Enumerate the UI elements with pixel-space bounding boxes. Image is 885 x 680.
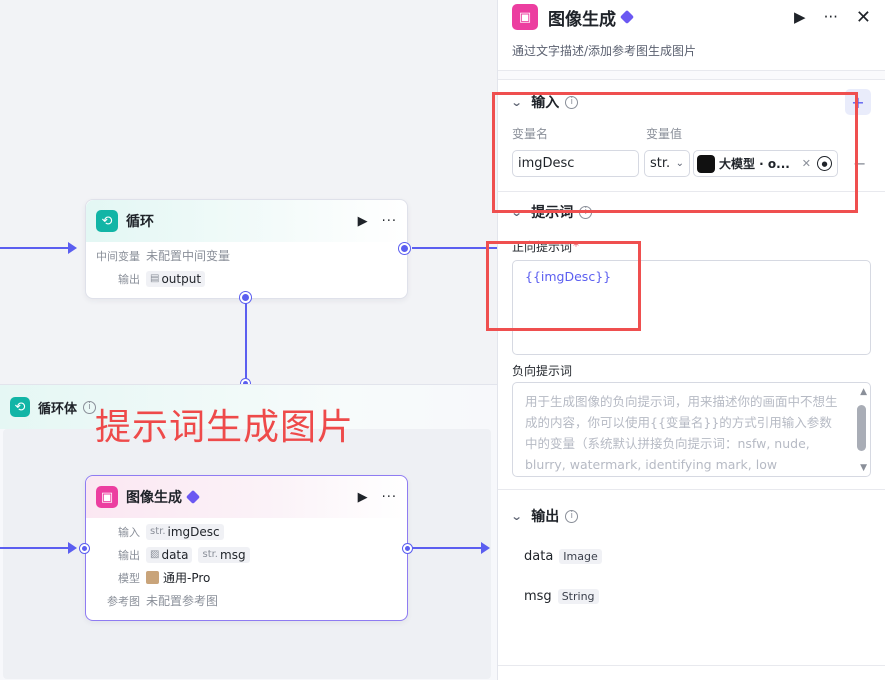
var-name-input[interactable]: imgDesc [512, 150, 639, 177]
output-section-title: 输出 [531, 509, 560, 525]
workflow-canvas[interactable]: ⟲ 循环 ▶ ··· 中间变量 未配置中间变量 输出 ▤output ⟲ 循环体… [0, 0, 497, 680]
model-avatar-icon [146, 571, 159, 584]
image-node-title: 图像生成 [126, 490, 182, 506]
play-icon[interactable]: ▶ [794, 8, 806, 26]
ref-value: 未配置参考图 [146, 594, 219, 608]
type-badge: Image [559, 548, 602, 564]
image-row-label: 输入 [118, 525, 140, 539]
more-icon[interactable]: ··· [381, 489, 397, 505]
loop-body-title: 循环体 [38, 401, 78, 417]
loop-row-label: 输出 [118, 272, 140, 286]
chevron-down-icon[interactable]: ⌄ [510, 95, 523, 109]
target-icon[interactable]: ● [817, 156, 832, 171]
edge-arrow [68, 242, 77, 254]
image-icon: ▣ [512, 4, 538, 30]
edge-out-image [412, 547, 484, 549]
play-icon[interactable]: ▶ [357, 489, 368, 505]
panel-title: 图像生成 [548, 9, 616, 30]
remove-row-icon[interactable]: − [853, 154, 867, 173]
scroll-up-icon[interactable]: ▲ [860, 387, 867, 397]
loop-node-title: 循环 [126, 214, 154, 230]
loop-node-header: ⟲ 循环 ▶ ··· [86, 200, 407, 242]
pro-badge-icon [619, 9, 635, 25]
col-var-value: 变量值 [646, 126, 683, 141]
chevron-down-icon[interactable]: ⌄ [510, 205, 523, 219]
scroll-down-icon[interactable]: ▼ [860, 463, 867, 473]
image-row-label: 输出 [118, 548, 140, 562]
loop-icon: ⟲ [96, 210, 118, 232]
close-icon[interactable]: ✕ [855, 6, 871, 28]
edge-arrow [68, 542, 77, 554]
loop-node[interactable]: ⟲ 循环 ▶ ··· 中间变量 未配置中间变量 输出 ▤output [85, 199, 408, 299]
output-item: msg String [512, 576, 871, 616]
edge-arrow [481, 542, 490, 554]
clear-icon[interactable]: ✕ [801, 157, 811, 170]
input-chip: str.imgDesc [146, 523, 224, 540]
type-badge: String [557, 588, 599, 604]
llm-avatar-icon [697, 154, 715, 173]
edge-into-image [0, 547, 70, 549]
image-row-label: 模型 [118, 571, 140, 585]
positive-prompt-label: 正向提示词 [512, 239, 573, 254]
image-icon: ▣ [96, 486, 118, 508]
loop-row-value: 未配置中间变量 [146, 249, 231, 263]
info-icon: i [83, 400, 97, 414]
loop-output-port[interactable] [399, 243, 410, 254]
more-icon[interactable]: ··· [823, 8, 838, 26]
input-section-title: 输入 [531, 95, 560, 111]
image-gen-node[interactable]: ▣ 图像生成 ▶ ··· 输入 str.imgDesc 输出 ▨data str… [85, 475, 408, 621]
image-node-header: ▣ 图像生成 ▶ ··· [86, 476, 407, 518]
info-icon: i [565, 509, 579, 523]
loop-body-icon: ⟲ [10, 397, 30, 417]
col-var-name: 变量名 [512, 126, 549, 141]
more-icon[interactable]: ··· [381, 213, 397, 229]
image-output-port[interactable] [403, 544, 412, 553]
annotation-text: 提示词生成图片 [95, 407, 355, 448]
chevron-down-icon: ⌄ [675, 158, 684, 169]
image-input-port[interactable] [80, 544, 89, 553]
output-chip-data: ▨data [146, 546, 193, 563]
list-icon: ▤ [150, 273, 160, 284]
var-value-ref[interactable]: 大模型 · o... ✕ ● [693, 150, 838, 177]
node-config-panel: ▣ 图像生成 ▶ ··· ✕ 通过文字描述/添加参考图生成图片 ⌄ 输入 i +… [497, 0, 885, 680]
prompt-section-title: 提示词 [531, 205, 574, 221]
edge-into-loop [0, 247, 70, 249]
output-chip-msg: str.msg [198, 546, 250, 563]
negative-prompt-textarea[interactable]: 用于生成图像的负向提示词，用来描述你的画面中不想生成的内容，你可以使用{{变量名… [512, 382, 871, 477]
output-item: data Image [512, 536, 871, 576]
panel-description: 通过文字描述/添加参考图生成图片 [512, 44, 697, 58]
loop-row-label: 中间变量 [96, 249, 140, 263]
type-select[interactable]: str.⌄ [644, 150, 690, 177]
output-chip: ▤output [146, 270, 206, 287]
pro-badge-icon [185, 489, 201, 505]
model-value: 通用-Pro [163, 571, 211, 585]
chevron-down-icon[interactable]: ⌄ [510, 509, 523, 523]
scrollbar[interactable] [857, 405, 866, 451]
info-icon: i [565, 95, 579, 109]
negative-prompt-label: 负向提示词 [512, 363, 573, 378]
loop-body-port[interactable] [240, 292, 251, 303]
edge-out-loop [412, 247, 497, 249]
edge-loop-to-body [245, 300, 247, 384]
positive-prompt-textarea[interactable]: {{imgDesc}} [512, 260, 871, 355]
play-icon[interactable]: ▶ [357, 213, 368, 229]
add-input-button[interactable]: + [845, 89, 871, 115]
image-type-icon: ▨ [150, 549, 160, 560]
image-row-label: 参考图 [107, 594, 140, 608]
info-icon: i [579, 205, 593, 219]
